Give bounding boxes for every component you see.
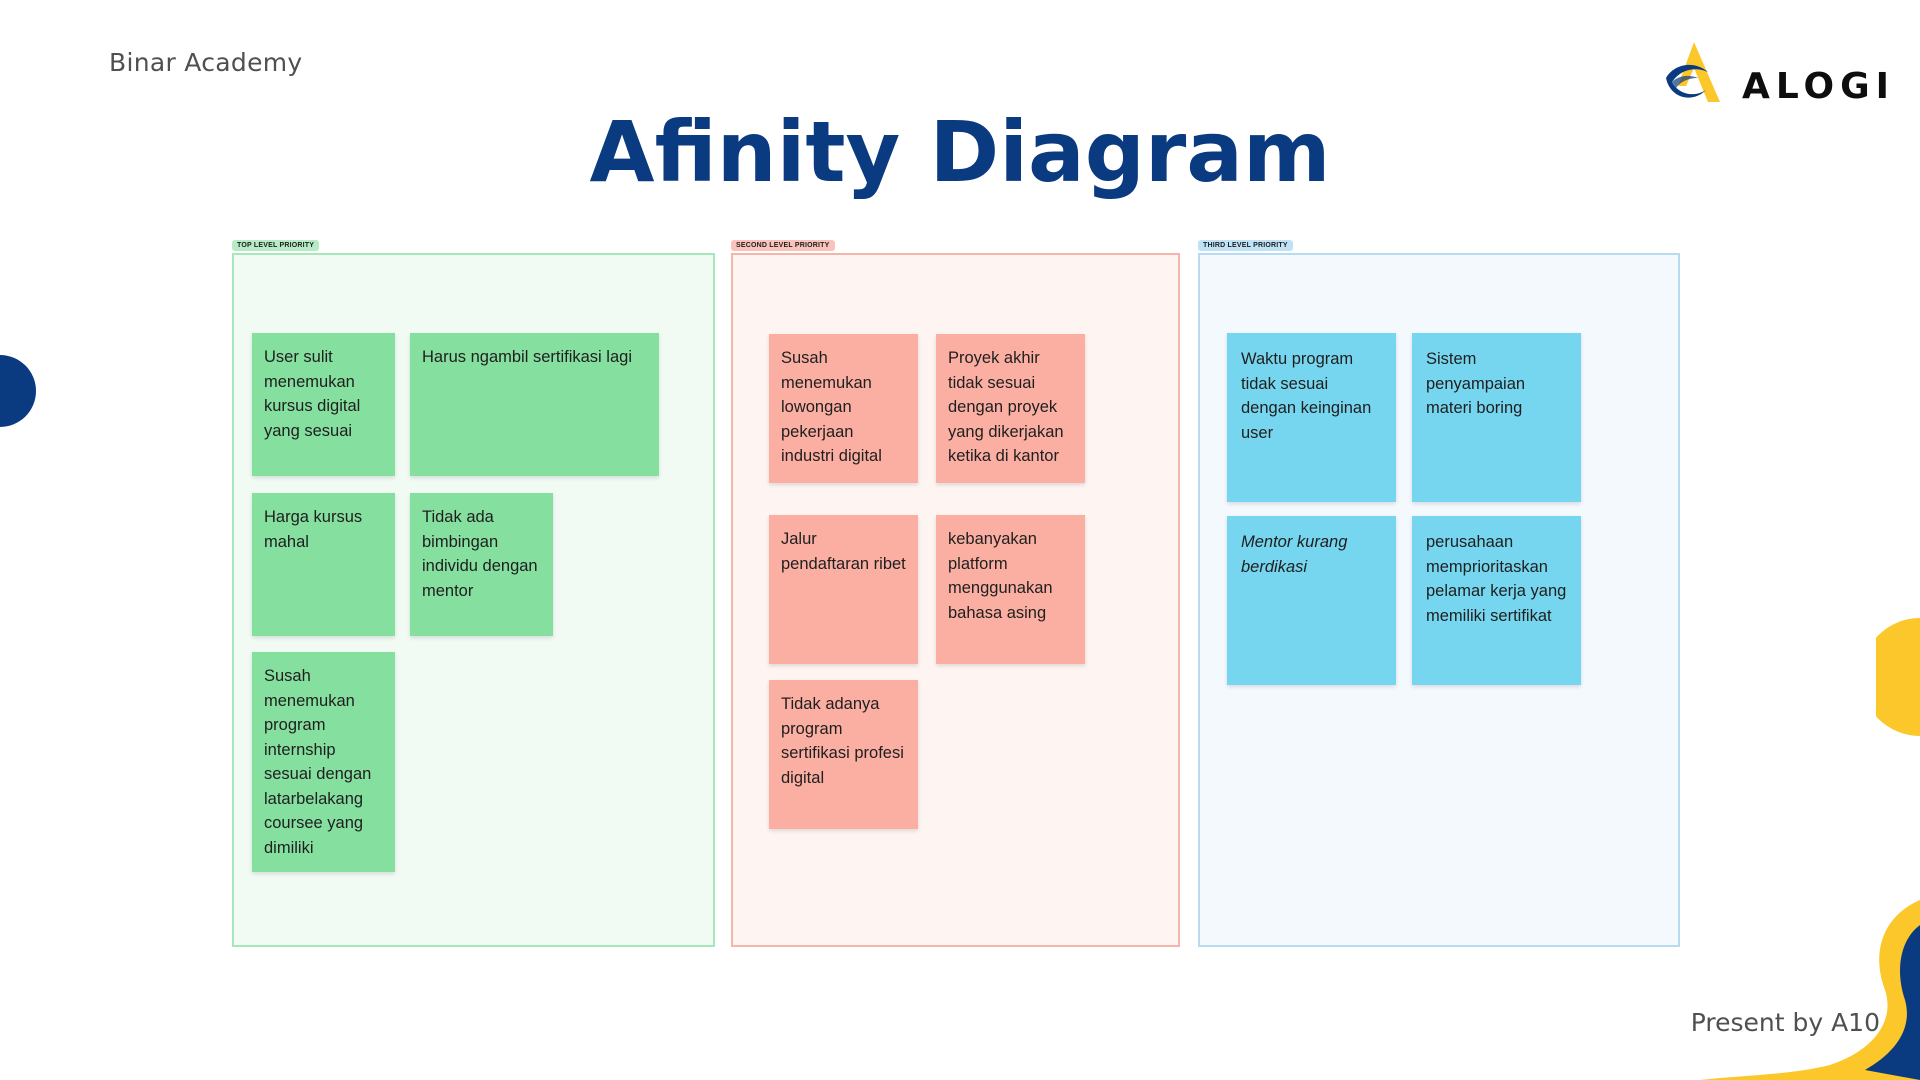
alogi-logo-icon bbox=[1666, 42, 1720, 102]
sticky-note[interactable]: Harus ngambil sertifikasi lagi bbox=[410, 333, 659, 476]
navy-half-circle-decoration bbox=[0, 355, 36, 427]
sticky-note[interactable]: Mentor kurang berdikasi bbox=[1227, 516, 1396, 685]
sticky-note[interactable]: Susah menemukan program internship sesua… bbox=[252, 652, 395, 872]
page-title: Afinity Diagram bbox=[589, 103, 1331, 201]
sticky-note[interactable]: Waktu program tidak sesuai dengan keingi… bbox=[1227, 333, 1396, 502]
yellow-half-circle-decoration bbox=[1876, 618, 1920, 736]
sticky-note[interactable]: Jalur pendaftaran ribet bbox=[769, 515, 918, 664]
section-tag-second-level: SECOND LEVEL PRIORITY bbox=[731, 240, 835, 251]
sticky-note[interactable]: perusahaan memprioritaskan pelamar kerja… bbox=[1412, 516, 1581, 685]
sticky-note[interactable]: kebanyakan platform menggunakan bahasa a… bbox=[936, 515, 1085, 664]
section-tag-top-level: TOP LEVEL PRIORITY bbox=[232, 240, 320, 251]
corner-wave-decoration bbox=[1700, 900, 1920, 1080]
sticky-note[interactable]: Harga kursus mahal bbox=[252, 493, 395, 636]
sticky-note[interactable]: Tidak ada bimbingan individu dengan ment… bbox=[410, 493, 553, 636]
sticky-note[interactable]: Sistem penyampaian materi boring bbox=[1412, 333, 1581, 502]
organization-name: Binar Academy bbox=[109, 48, 303, 77]
alogi-logo-text: ALOGI bbox=[1742, 66, 1896, 107]
sticky-note[interactable]: Susah menemukan lowongan pekerjaan indus… bbox=[769, 334, 918, 483]
sticky-note[interactable]: Tidak adanya program sertifikasi profesi… bbox=[769, 680, 918, 829]
presenter-credit: Present by A10 bbox=[1690, 1008, 1880, 1037]
section-tag-third-level: THIRD LEVEL PRIORITY bbox=[1198, 240, 1293, 251]
alogi-logo: ALOGI bbox=[1664, 38, 1889, 108]
sticky-note[interactable]: User sulit menemukan kursus digital yang… bbox=[252, 333, 395, 476]
sticky-note[interactable]: Proyek akhir tidak sesuai dengan proyek … bbox=[936, 334, 1085, 483]
